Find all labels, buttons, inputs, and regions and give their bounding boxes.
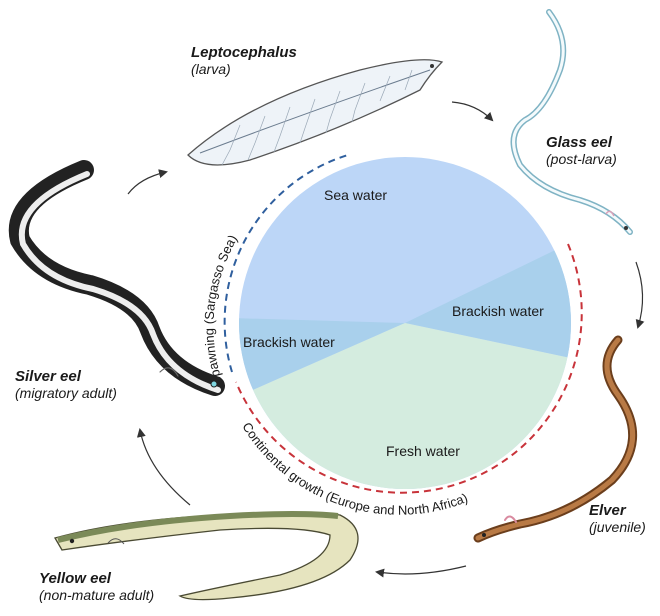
- zone-label-brackish-right: Brackish water: [452, 303, 544, 319]
- stage-name-leptocephalus: Leptocephalus: [191, 44, 297, 61]
- spawning-label: Spawning (Sargasso Sea): [201, 232, 240, 387]
- stage-label-yellow-eel: Yellow eel (non-mature adult): [39, 570, 154, 603]
- arrow-glass-eel-to-elver: [636, 262, 643, 327]
- stage-desc-yellow-eel: (non-mature adult): [39, 587, 154, 603]
- stage-desc-glass-eel: (post-larva): [546, 151, 617, 167]
- zone-label-fresh-water: Fresh water: [386, 443, 460, 459]
- stage-desc-leptocephalus: (larva): [191, 61, 297, 77]
- stage-desc-elver: (juvenile): [589, 519, 646, 535]
- glass-eel-illustration: [514, 12, 630, 232]
- stage-name-yellow-eel: Yellow eel: [39, 570, 154, 587]
- stage-desc-silver-eel: (migratory adult): [15, 385, 117, 401]
- stage-name-glass-eel: Glass eel: [546, 134, 617, 151]
- arrow-elver-to-yellow-eel: [377, 566, 466, 574]
- stage-name-elver: Elver: [589, 502, 646, 519]
- silver-eel-illustration: [19, 170, 218, 390]
- arrow-yellow-eel-to-silver-eel: [140, 430, 190, 505]
- arrow-silver-eel-to-larva: [128, 172, 166, 194]
- stage-label-glass-eel: Glass eel (post-larva): [546, 134, 617, 167]
- stage-label-elver: Elver (juvenile): [589, 502, 646, 535]
- zone-label-brackish-left: Brackish water: [243, 334, 335, 350]
- stage-label-silver-eel: Silver eel (migratory adult): [15, 368, 117, 401]
- arrow-larva-to-glass-eel: [452, 102, 492, 120]
- zone-label-sea-water: Sea water: [324, 187, 387, 203]
- stage-label-leptocephalus: Leptocephalus (larva): [191, 44, 297, 77]
- stage-name-silver-eel: Silver eel: [15, 368, 117, 385]
